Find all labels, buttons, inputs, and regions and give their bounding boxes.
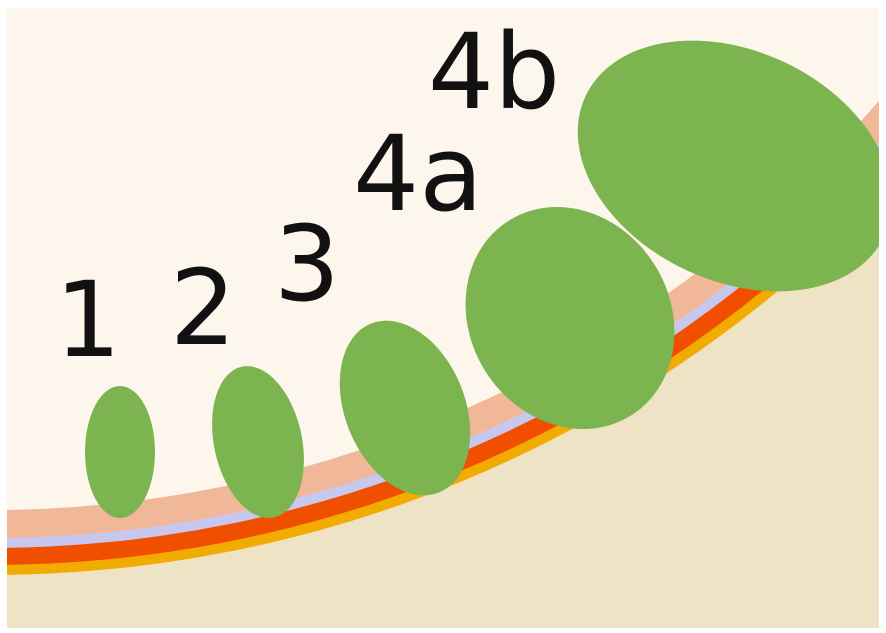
label-stage-1: 1 — [55, 259, 121, 381]
label-stage-2: 2 — [170, 247, 236, 369]
droplet-stage-1 — [85, 386, 155, 518]
label-stage-3: 3 — [274, 203, 340, 325]
label-stage-4b: 4b — [428, 11, 560, 133]
